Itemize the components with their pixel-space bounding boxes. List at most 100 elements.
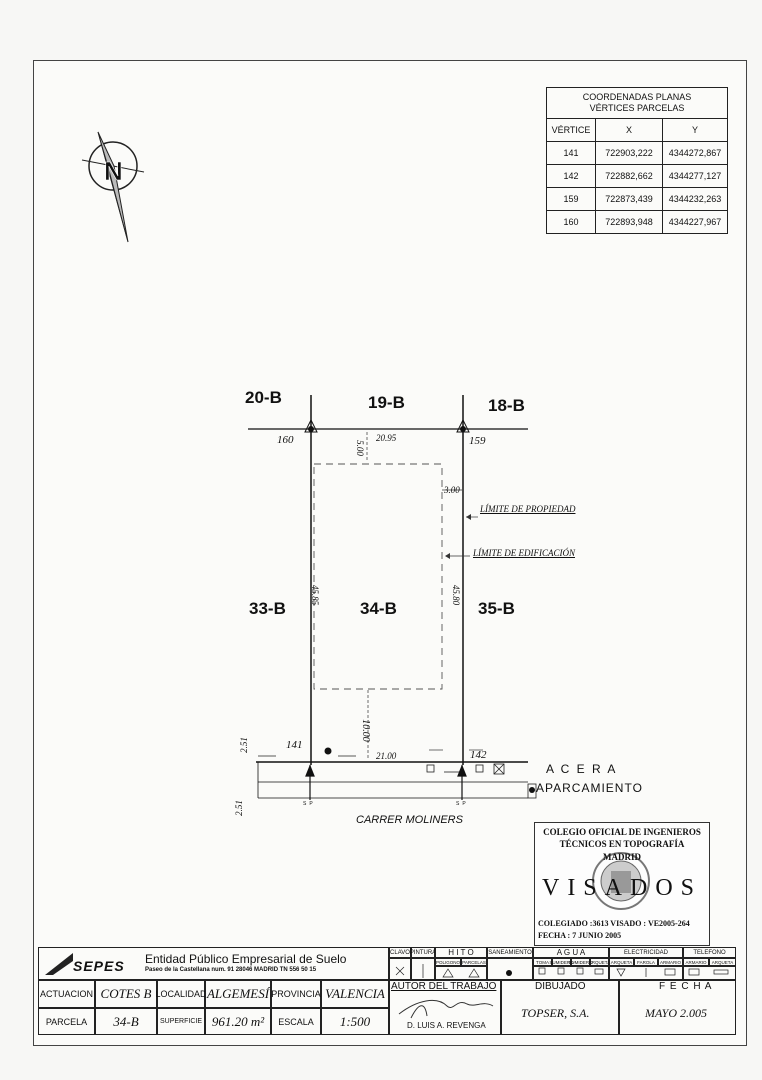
agua-sub-sumidero2: SUMIDERO [568,958,593,966]
parcela-value: 34-B [95,1008,157,1034]
dibujado-cell [501,980,619,1034]
entity-name: Entidad Público Empresarial de Suelo [145,952,347,966]
building-limit-label: LÍMITE DE EDIFICACIÓN [473,548,575,558]
actuacion-label: ACTUACION [39,980,95,1008]
parcel-label-left: 33-B [249,599,286,618]
agua-sub-toma: TOMA [533,958,552,966]
superficie-label: SUPERFICIE [157,1008,205,1034]
sp-marker-left: SP [303,801,316,807]
hito-sub-poligono: POLIGONO [435,958,461,966]
legend-electricidad: ELECTRICIDAD [609,948,683,958]
sidewalk-label: A C E R A [546,762,618,776]
fecha-label: F E C H A [659,981,713,992]
elec-sub-armario: ARMARIO [658,958,683,966]
coord-title-2: VÉRTICES PARCELAS [589,103,685,113]
tel-sub-armario: ARMARIO [683,958,709,966]
vertex-141: 141 [286,739,303,751]
autor-cell [389,980,501,1034]
title-block-header [39,948,389,980]
table-row: 160 722893,948 4344227,967 [546,210,728,234]
fecha-value: MAYO 2.005 [645,1006,708,1020]
parcel-label-top-right: 18-B [488,396,525,415]
coord-vertex: 160 [546,210,596,234]
signature-icon [398,999,494,1019]
sepes-logo-icon [45,953,73,975]
agua-sub-sumidero1: SUMIDERO [549,958,574,966]
parcel-label-top-center: 19-B [368,393,405,412]
legend-telefono: TELEFONO [683,948,735,958]
hito-sub-parcelas: PARCELAS [461,958,487,966]
dim-parking-width: 2.51 [233,800,244,816]
parking-label: APARCAMIENTO [536,781,643,795]
sepes-logo-text: SEPES [73,958,125,974]
coord-vertex: 141 [546,141,596,165]
north-arrow-icon [81,131,145,243]
table-row: 142 722882,662 4344277,127 [546,164,728,188]
vertex-160: 160 [277,434,294,446]
stamp-line2: TÉCNICOS EN TOPOGRAFÍA [559,839,685,849]
agua-symbols [533,966,609,980]
autor-name: D. LUIS A. REVENGA [407,1021,486,1030]
fecha-cell [619,980,735,1034]
parcela-label: PARCELA [39,1008,95,1034]
legend-pintura-symbol [411,958,435,980]
stamp-colegiado: COLEGIADO :3613 VISADO : VE2005-264 [538,919,690,928]
coord-y: 4344232,263 [662,187,728,211]
legend-symbols-icon [395,964,729,978]
dim-side-setback: 3.00 [444,485,460,495]
table-row: 159 722873,439 4344232,263 [546,187,728,211]
provincia-label: PROVINCIA [271,980,321,1008]
stamp-line1: COLEGIO OFICIAL DE INGENIEROS [543,827,701,837]
escala-label: ESCALA [271,1008,321,1034]
dim-left-length: 45.85 [310,584,321,606]
dim-top-setback: 5.00 [354,440,365,456]
dim-bottom-setback: 10.00 [359,719,371,742]
actuacion-value: COTES B [95,980,157,1008]
dim-top-width: 20.95 [376,433,397,443]
building-limit [313,463,443,690]
elec-symbols [609,966,683,980]
seal-icon [592,852,650,910]
legend-hito: H I T O [435,948,487,958]
parcel-label-center: 34-B [360,599,397,618]
street-label: CARRER MOLINERS [356,814,463,826]
tel-sub-arqueta: ARQUETA [709,958,735,966]
dim-bottom-width: 21.00 [376,751,397,761]
compass-letter: N [104,156,123,186]
property-limit-label: LÍMITE DE PROPIEDAD [480,504,576,514]
dim-right-length: 45.80 [451,584,462,606]
legend-saneamiento: SANEAMIENTO [487,948,533,958]
stamp-fecha: FECHA : 7 JUNIO 2005 [538,931,622,940]
coord-header-y: Y [662,118,728,142]
provincia-value: VALENCIA [321,980,389,1008]
hito-symbols [435,966,487,980]
localidad-value: ALGEMESÍ [205,980,271,1008]
saneamiento-symbol [487,958,533,980]
vertex-159: 159 [469,435,486,447]
legend-agua: A G U A [533,948,609,958]
coord-x: 722882,662 [595,164,663,188]
superficie-value: 961.20 m² [205,1008,271,1034]
title-block: SEPES Entidad Público Empresarial de Sue… [38,947,736,1035]
coord-y: 4344227,967 [662,210,728,234]
vertex-142: 142 [470,749,487,761]
dibujado-value: TOPSER, S.A. [521,1006,590,1020]
parcel-label-right: 35-B [478,599,515,618]
dim-sidewalk-width: 2.51 [238,737,249,753]
coordinates-table: COORDENADAS PLANAS VÉRTICES PARCELAS VÉR… [546,87,728,234]
elec-sub-arqueta: ARQUETA [609,958,634,966]
agua-sub-arqueta: ARQUETA [588,958,611,966]
stamp-line3: MADRID [603,852,641,862]
stamp-word: VISADOS [541,875,702,901]
coord-x: 722873,439 [595,187,663,211]
legend-pintura: PINTURA [410,948,436,958]
localidad-label: LOCALIDAD [155,980,207,1008]
sp-marker-right: SP [456,801,469,807]
legend-clavo: CLAVO [389,948,411,958]
parcel-label-top-left: 20-B [245,388,282,407]
entity-address: Paseo de la Castellana num. 91 28046 MAD… [145,967,317,973]
coord-title-1: COORDENADAS PLANAS [582,92,692,102]
tel-symbols [683,966,735,980]
legend-clavo-symbol [389,958,411,980]
